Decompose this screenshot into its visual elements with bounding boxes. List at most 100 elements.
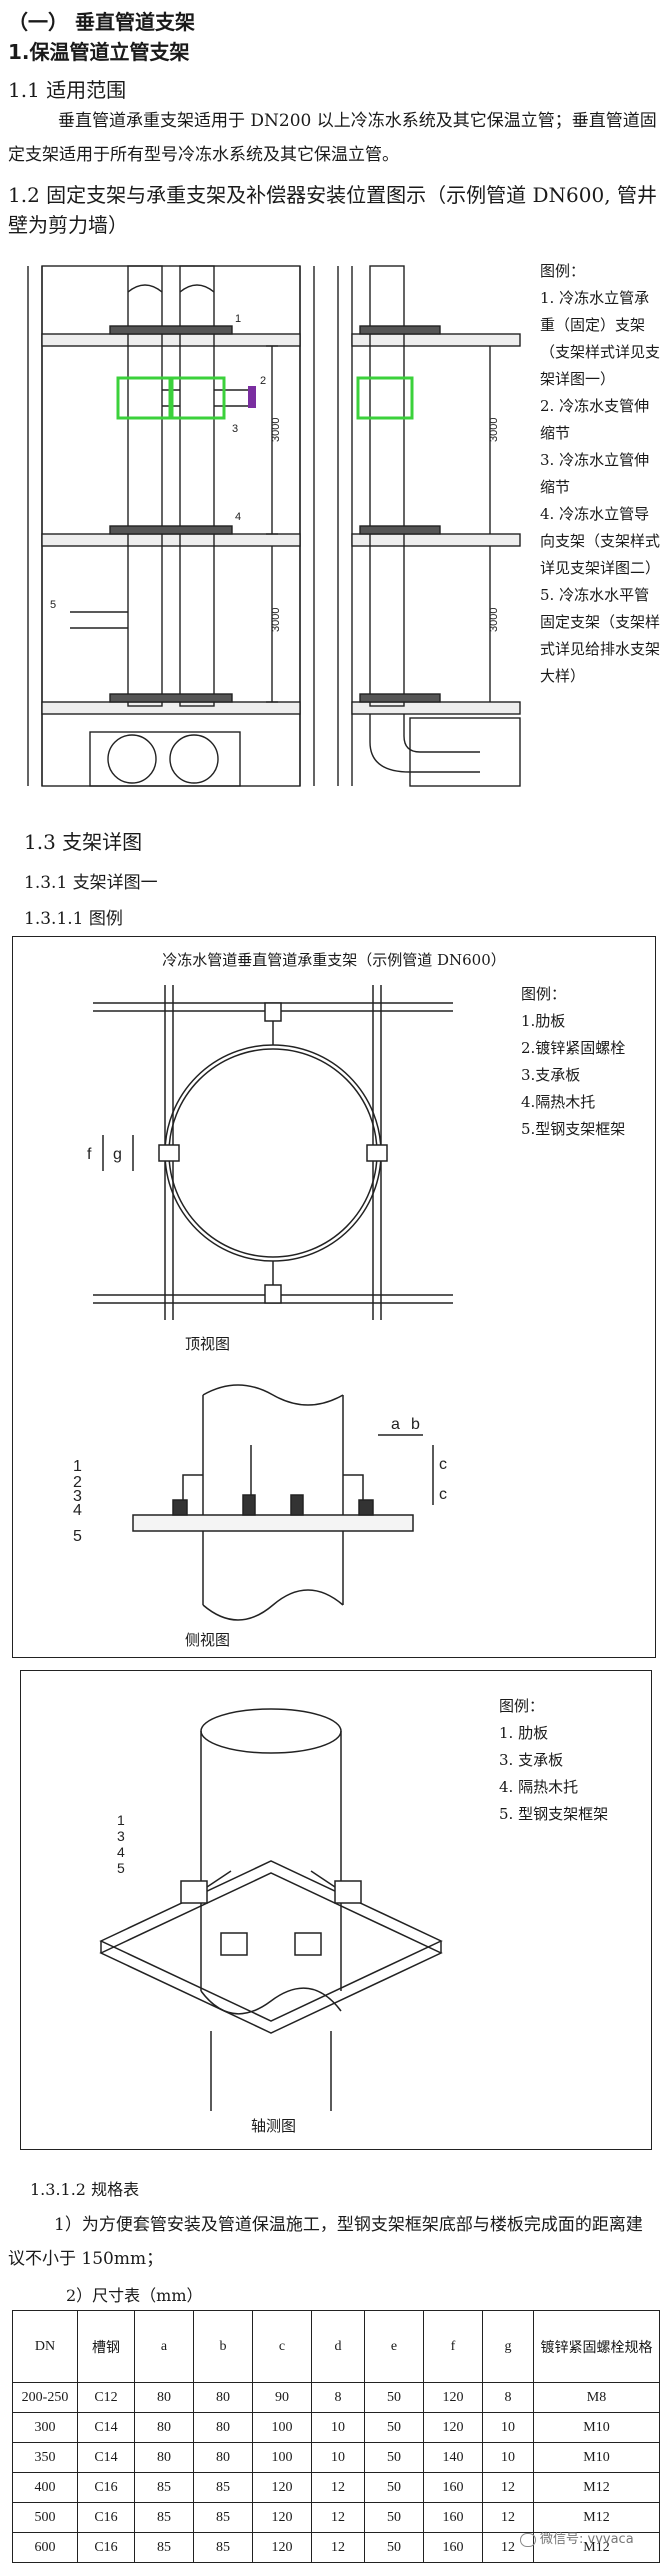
callout-1: 1 [235, 313, 241, 325]
iso-num-1: 1 [117, 1812, 125, 1828]
th-g: g [482, 2310, 534, 2383]
fig1-legend-item: 2. 冷冻水支管伸缩节 [540, 397, 650, 442]
table-cell: 120 [252, 2502, 312, 2533]
th-a: a [134, 2310, 194, 2383]
iso-num-3: 3 [117, 1828, 125, 1844]
table-cell: 300 [12, 2412, 78, 2443]
table-cell: 600 [12, 2532, 78, 2563]
callout-4: 4 [235, 511, 241, 523]
table-cell: 120 [252, 2472, 312, 2503]
table-cell: 160 [423, 2532, 483, 2563]
table-cell: C16 [77, 2532, 135, 2563]
table-cell: M10 [533, 2412, 660, 2443]
table-cell: 50 [364, 2532, 424, 2563]
side-num-1: 1 [73, 1458, 82, 1475]
section-1-1-title: 1.1 适用范围 [8, 78, 127, 102]
fig1-legend-item: 4. 冷冻水立管导向支架（支架样式详见支架详图二） [540, 505, 661, 577]
callout-2: 2 [260, 375, 266, 387]
table-cell: 80 [134, 2442, 194, 2473]
table-cell: 80 [134, 2412, 194, 2443]
callout-5: 5 [50, 599, 56, 611]
isometric-caption: 轴测图 [251, 2117, 297, 2135]
table-cell: 85 [193, 2472, 253, 2503]
fig2-legend-item: 3.支承板 [521, 1066, 581, 1084]
fig2-legend: 图例： 1.肋板 2.镀锌紧固螺栓 3.支承板 4.隔热木托 5.型钢支架框架 [521, 981, 651, 1143]
table-cell: 8 [311, 2382, 365, 2413]
fig2-legend-item: 5.型钢支架框架 [521, 1120, 626, 1138]
spec-note: 1）为方便套管安装及管道保温施工，型钢支架框架底部与楼板完成面的距离建议不小于 … [8, 2215, 643, 2269]
fig3-legend-item: 1. 肋板 [499, 1724, 549, 1742]
section-1-1-paragraph: 垂直管道承重支架适用于 DN200 以上冷冻水系统及其它保温立管；垂直管道固定支… [8, 111, 657, 165]
expansion-joints-left [116, 376, 226, 420]
dim-b: b [411, 1416, 420, 1433]
table-cell: 200-250 [12, 2382, 78, 2413]
table-cell: 400 [12, 2472, 78, 2503]
table-cell: 10 [311, 2412, 365, 2443]
table-cell: 12 [311, 2502, 365, 2533]
section-1-2-title: 1.2 固定支架与承重支架及补偿器安装位置图示（示例管道 DN600, 管井壁为… [8, 183, 657, 237]
fig1-legend-item: 1. 冷冻水立管承重（固定）支架（支架样式详见支架详图一） [540, 289, 661, 388]
th-e: e [364, 2310, 424, 2383]
table-cell: 120 [423, 2382, 483, 2413]
table-cell: 10 [482, 2412, 534, 2443]
th-bolt: 镀锌紧固螺栓规格 [533, 2310, 660, 2383]
right-shaft-panel [337, 265, 521, 787]
table-cell: 140 [423, 2442, 483, 2473]
table-cell: 12 [482, 2472, 534, 2503]
table-cell: 50 [364, 2382, 424, 2413]
section-1-3-1-title: 1.3.1 支架详图一 [24, 873, 158, 893]
side-view-caption: 侧视图 [185, 1631, 231, 1649]
table-cell: C14 [77, 2412, 135, 2443]
dim-label-upper: 3000 [270, 418, 282, 442]
top-view-caption: 顶视图 [185, 1335, 231, 1353]
dim-label-lower: 3000 [270, 608, 282, 632]
part-heading: （一） 垂直管道支架 [8, 10, 195, 34]
fig3-legend-item: 5. 型钢支架框架 [499, 1805, 609, 1823]
dim-c-lower: c [439, 1486, 447, 1503]
table-cell: 120 [423, 2412, 483, 2443]
table-title: 2）尺寸表（mm） [66, 2286, 203, 2305]
table-cell: 90 [252, 2382, 312, 2413]
dim-a: a [391, 1416, 400, 1433]
th-b: b [193, 2310, 253, 2383]
table-cell: 50 [364, 2442, 424, 2473]
wechat-icon [520, 2532, 536, 2547]
table-cell: M8 [533, 2382, 660, 2413]
figure-top-side-view: 冷冻水管道垂直管道承重支架（示例管道 DN600） [12, 936, 656, 1658]
iso-num-5: 5 [117, 1860, 125, 1876]
table-cell: 85 [134, 2502, 194, 2533]
dim-label-right-lower: 3000 [488, 608, 500, 632]
th-f: f [423, 2310, 483, 2383]
left-shaft-panel [27, 265, 315, 787]
fig2-legend-item: 1.肋板 [521, 1012, 566, 1030]
section-heading: 1.保温管道立管支架 [8, 40, 190, 64]
iso-num-4: 4 [117, 1844, 125, 1860]
table-cell: 10 [482, 2442, 534, 2473]
fig1-legend-title: 图例： [540, 262, 586, 280]
table-cell: 80 [193, 2442, 253, 2473]
table-cell: 50 [364, 2412, 424, 2443]
expansion-joint-right [356, 376, 414, 420]
table-cell: 85 [134, 2532, 194, 2563]
table-cell: 80 [193, 2382, 253, 2413]
fig2-legend-item: 4.隔热木托 [521, 1093, 596, 1111]
fig1-legend-item: 5. 冷冻水水平管固定支架（支架样式详见给排水支架大样） [540, 586, 661, 685]
fig3-legend-title: 图例： [499, 1697, 545, 1715]
table-cell: C16 [77, 2472, 135, 2503]
side-num-5: 5 [73, 1528, 82, 1545]
table-cell: M12 [533, 2472, 660, 2503]
dim-f: f [87, 1146, 92, 1163]
table-cell: C12 [77, 2382, 135, 2413]
dim-label-right-upper: 3000 [488, 418, 500, 442]
section-1-3-1-1-title: 1.3.1.1 图例 [24, 909, 123, 929]
table-header-row: DN 槽钢 a b c d e f g 镀锌紧固螺栓规格 [12, 2310, 660, 2383]
th-d: d [311, 2310, 365, 2383]
table-cell: C16 [77, 2502, 135, 2533]
table-cell: M10 [533, 2442, 660, 2473]
fig2-legend-title: 图例： [521, 985, 567, 1003]
table-cell: 100 [252, 2412, 312, 2443]
